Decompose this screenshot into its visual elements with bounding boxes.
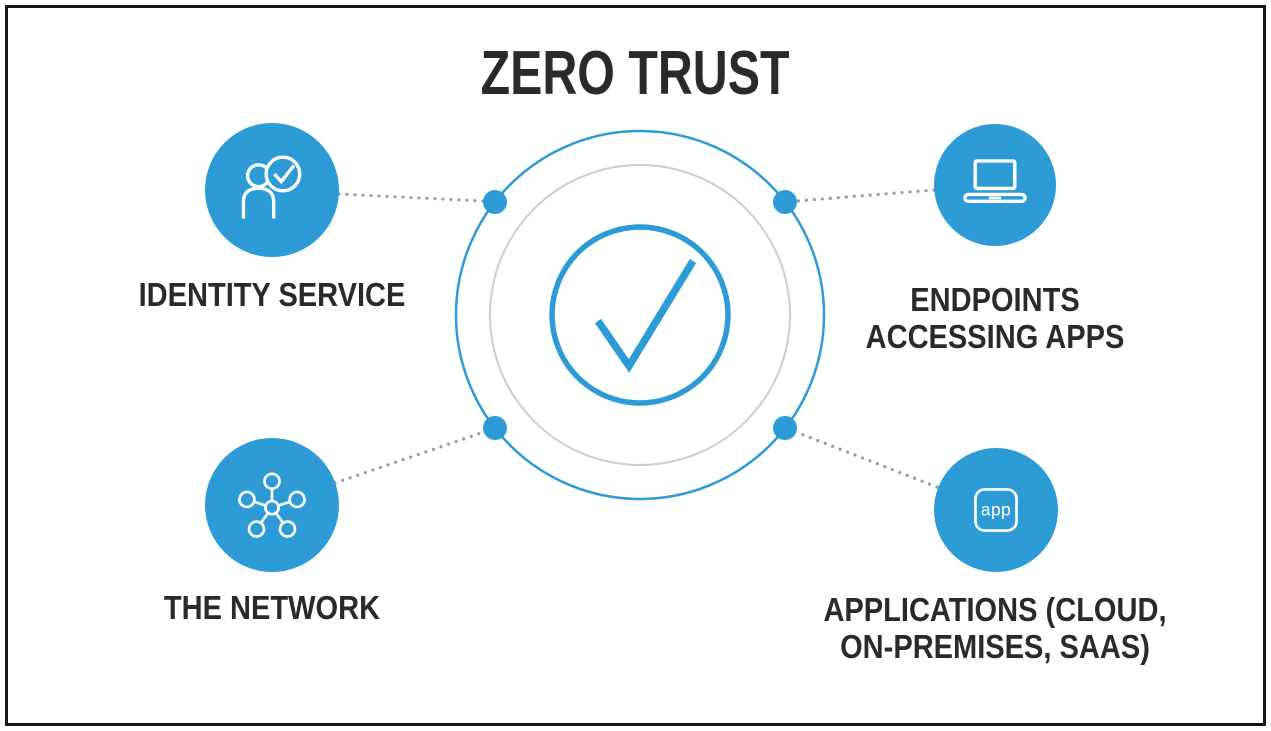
node-identity-service	[205, 123, 339, 257]
node-the-network	[205, 438, 339, 572]
label-identity-service: IDENTITY SERVICE	[96, 276, 448, 313]
label-line: THE NETWORK	[163, 589, 381, 626]
page-title-text: ZERO TRUST	[481, 39, 790, 108]
inner-ring	[489, 164, 791, 466]
node-endpoints-accessing-apps	[934, 124, 1056, 246]
app-icon: app	[974, 488, 1018, 532]
outer-ring	[454, 129, 826, 501]
dotted-connector-endpoints	[795, 188, 936, 203]
zero-trust-hub	[454, 129, 826, 501]
dotted-connector-applications	[794, 430, 939, 489]
node-applications: app	[934, 448, 1058, 572]
connector-dot-bottom-left	[483, 416, 507, 440]
label-endpoints-accessing-apps: ENDPOINTS ACCESSING APPS	[819, 281, 1171, 356]
label-line: ON-PREMISES, SAAS)	[840, 628, 1150, 666]
label-line: ENDPOINTS	[910, 281, 1080, 318]
connector-dot-top-right	[773, 190, 797, 214]
network-icon	[238, 472, 306, 538]
checkmark-circle	[549, 224, 731, 406]
label-line: ACCESSING APPS	[865, 318, 1125, 356]
label-line: APPLICATIONS (CLOUD,	[823, 591, 1167, 628]
connector-dot-top-left	[483, 190, 507, 214]
label-line: IDENTITY SERVICE	[138, 276, 406, 313]
app-icon-label: app	[981, 500, 1011, 520]
dotted-connector-identity	[337, 192, 485, 203]
label-applications: APPLICATIONS (CLOUD, ON-PREMISES, SAAS)	[819, 591, 1171, 666]
page-title: ZERO TRUST	[0, 38, 1271, 109]
checkmark-icon	[594, 259, 697, 373]
connector-dot-bottom-right	[773, 416, 797, 440]
laptop-icon	[963, 159, 1027, 204]
dotted-connector-network	[333, 430, 486, 485]
label-the-network: THE NETWORK	[96, 589, 448, 626]
user-verified-icon	[241, 155, 302, 219]
